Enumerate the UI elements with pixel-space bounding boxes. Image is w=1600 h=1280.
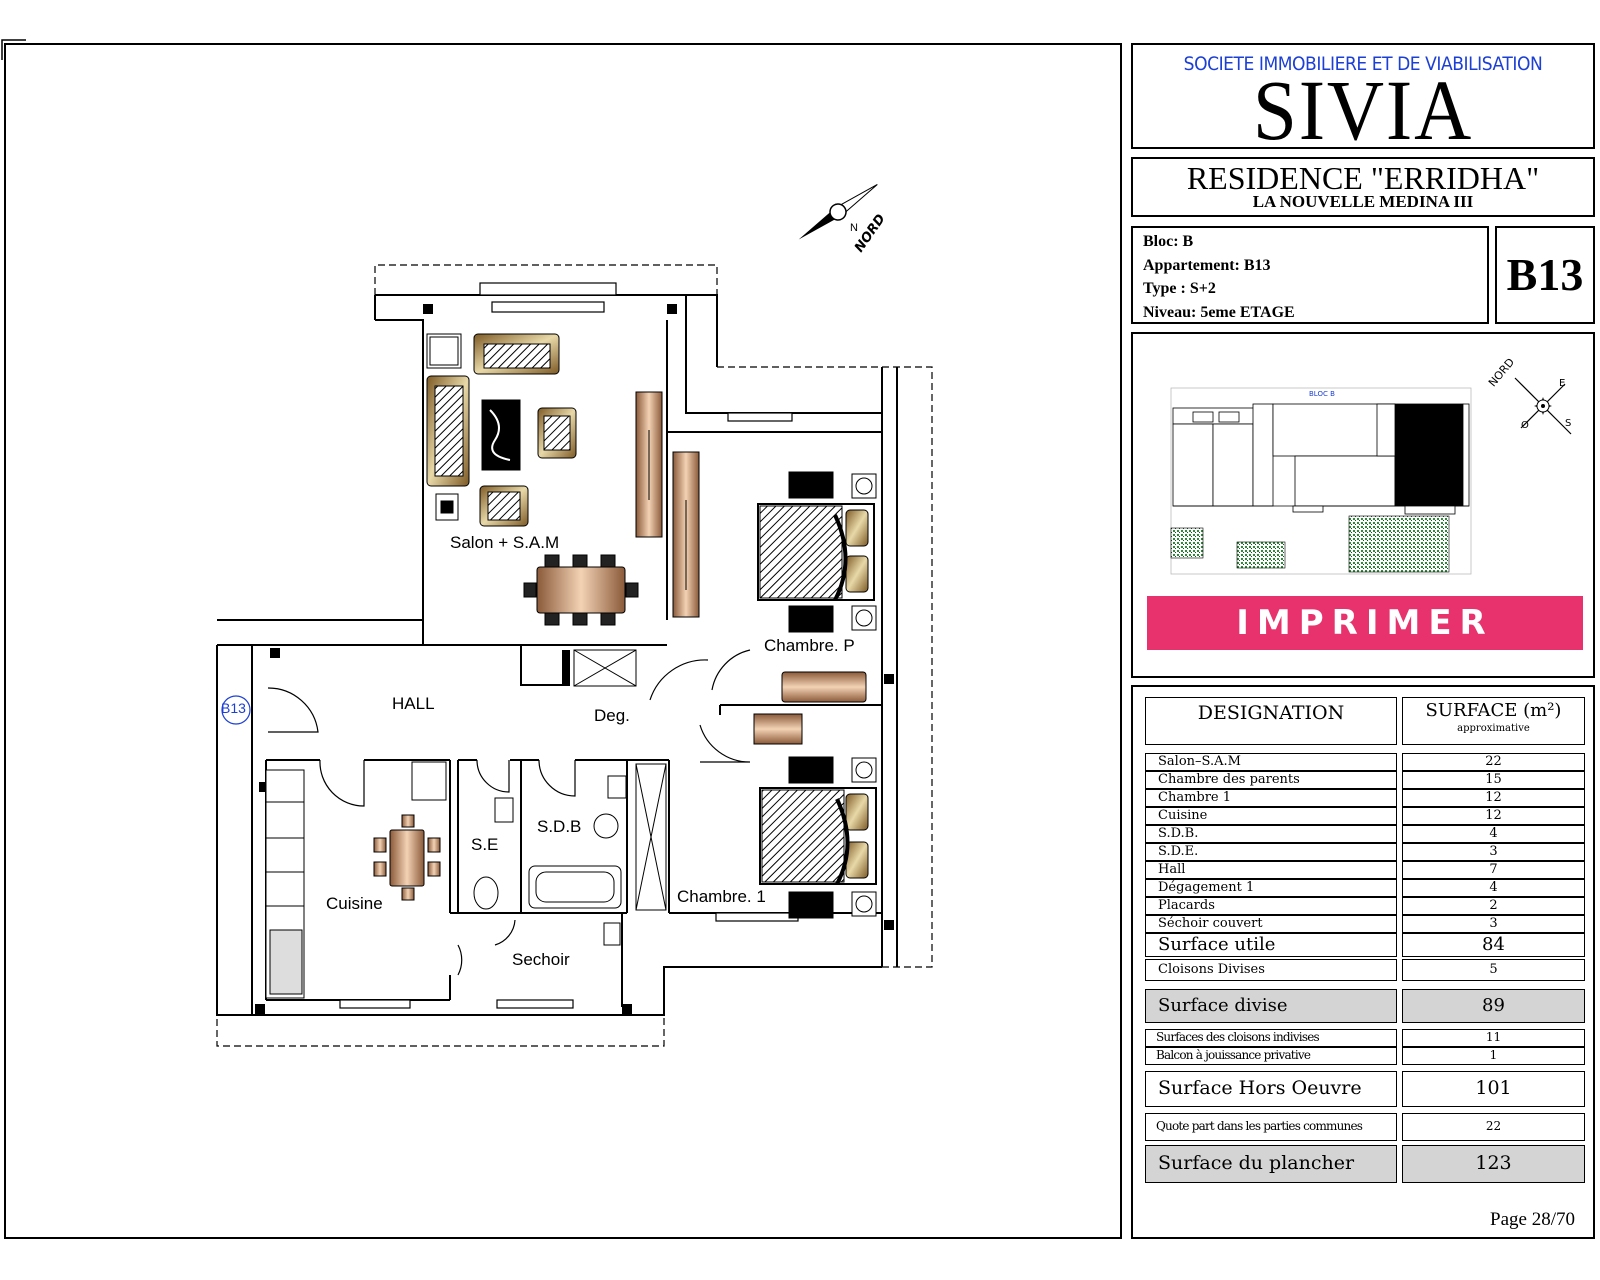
compass-south: S: [1565, 418, 1572, 429]
room-label-cuisine: Cuisine: [326, 894, 383, 913]
surface-utile-row-value: 84: [1402, 933, 1585, 957]
surface-table-panel: DESIGNATION SURFACE (m²) approximative S…: [1131, 685, 1595, 1239]
room-label-se: S.E: [471, 835, 499, 854]
floor-plan-frame: [4, 43, 1122, 1239]
unit-tag: B13: [221, 700, 246, 716]
surface-row-value: 3: [1402, 915, 1585, 933]
surface-row-label: Chambre 1: [1145, 789, 1397, 807]
plancher-row-label: Surface du plancher: [1145, 1145, 1397, 1183]
page-number: Page 28/70: [1490, 1209, 1575, 1230]
company-name: SIVIA: [1252, 62, 1474, 158]
surface-row-value: 2: [1402, 897, 1585, 915]
surface-row-value: 3: [1402, 843, 1585, 861]
surface-row-label: Dégagement 1: [1145, 879, 1397, 897]
surface-row-value: 4: [1402, 825, 1585, 843]
surface-divise-row-value: 89: [1402, 989, 1585, 1023]
surface-row-value: 7: [1402, 861, 1585, 879]
room-label-deg: Deg.: [594, 706, 630, 725]
residence-name: RESIDENCE "ERRIDHA": [1186, 160, 1540, 196]
balcon-row-value: 1: [1402, 1047, 1585, 1065]
hors-oeuvre-row-value: 101: [1402, 1071, 1585, 1107]
surface-row-label: Placards: [1145, 897, 1397, 915]
compass-icon: [1514, 377, 1572, 435]
balcon-row-label: Balcon à jouissance privative: [1145, 1047, 1397, 1065]
location-map: [1170, 377, 1572, 575]
north-arrow-icon: [798, 184, 878, 240]
floor-plan: [1, 39, 933, 1047]
map-bloc-label: BLOC B: [1309, 390, 1335, 398]
surface-row-label: Chambre des parents: [1145, 771, 1397, 789]
surface-row-value: 12: [1402, 807, 1585, 825]
surface-divise-row-label: Surface divise: [1145, 989, 1397, 1023]
cloisons-divises-row-label: Cloisons Divises: [1145, 959, 1397, 981]
room-label-chambre1: Chambre. 1: [677, 887, 766, 906]
surface-row-label: Hall: [1145, 861, 1397, 879]
cloisons-indivises-row-label: Surfaces des cloisons indivises: [1145, 1029, 1397, 1047]
surface-row-label: Séchoir couvert: [1145, 915, 1397, 933]
plancher-row-value: 123: [1402, 1145, 1585, 1183]
appartement-text: Appartement: B13: [1143, 256, 1271, 274]
surface-row-label: Cuisine: [1145, 807, 1397, 825]
company-subtitle: SOCIETE IMMOBILIERE ET DE VIABILISATION: [1183, 53, 1543, 75]
quote-part-row-value: 22: [1402, 1113, 1585, 1141]
surface-header: SURFACE (m²) approximative: [1402, 697, 1585, 745]
cloisons-indivises-row-value: 11: [1402, 1029, 1585, 1047]
designation-header: DESIGNATION: [1145, 697, 1397, 745]
residence-header: RESIDENCE "ERRIDHA" LA NOUVELLE MEDINA I…: [1131, 157, 1595, 217]
company-header: SOCIETE IMMOBILIERE ET DE VIABILISATION …: [1131, 43, 1595, 155]
room-label-salon: Salon + S.A.M: [450, 533, 560, 552]
surface-row-value: 22: [1402, 753, 1585, 771]
room-label-sechoir: Sechoir: [512, 950, 570, 969]
apartment-info: Bloc: B Appartement: B13 Type : S+2 Nive…: [1131, 226, 1489, 324]
hors-oeuvre-row-label: Surface Hors Oeuvre: [1145, 1071, 1397, 1107]
residence-location: LA NOUVELLE MEDINA III: [1252, 192, 1474, 211]
room-label-sdb: S.D.B: [537, 817, 582, 836]
compass-east: E: [1559, 378, 1566, 389]
bloc-text: Bloc: B: [1143, 233, 1194, 250]
print-button[interactable]: IMPRIMER: [1147, 596, 1583, 650]
surface-row-label: S.D.B.: [1145, 825, 1397, 843]
surface-row-value: 12: [1402, 789, 1585, 807]
location-map-panel: BLOC B NORD E O S IMPRIMER: [1131, 332, 1595, 678]
niveau-text: Niveau: 5eme ETAGE: [1143, 303, 1295, 321]
surface-utile-row-label: Surface utile: [1145, 933, 1397, 957]
type-text: Type : S+2: [1143, 280, 1216, 297]
surface-row-label: Salon–S.A.M: [1145, 753, 1397, 771]
surface-row-value: 15: [1402, 771, 1585, 789]
surface-row-value: 4: [1402, 879, 1585, 897]
compass-west: O: [1521, 420, 1529, 431]
surface-row-label: S.D.E.: [1145, 843, 1397, 861]
cloisons-divises-row-value: 5: [1402, 959, 1585, 981]
quote-part-row-label: Quote part dans les parties communes: [1145, 1113, 1397, 1141]
apartment-code: B13: [1495, 226, 1595, 324]
room-label-chambre-p: Chambre. P: [764, 636, 855, 655]
room-label-hall: HALL: [392, 694, 435, 713]
north-letter: N: [850, 222, 858, 234]
